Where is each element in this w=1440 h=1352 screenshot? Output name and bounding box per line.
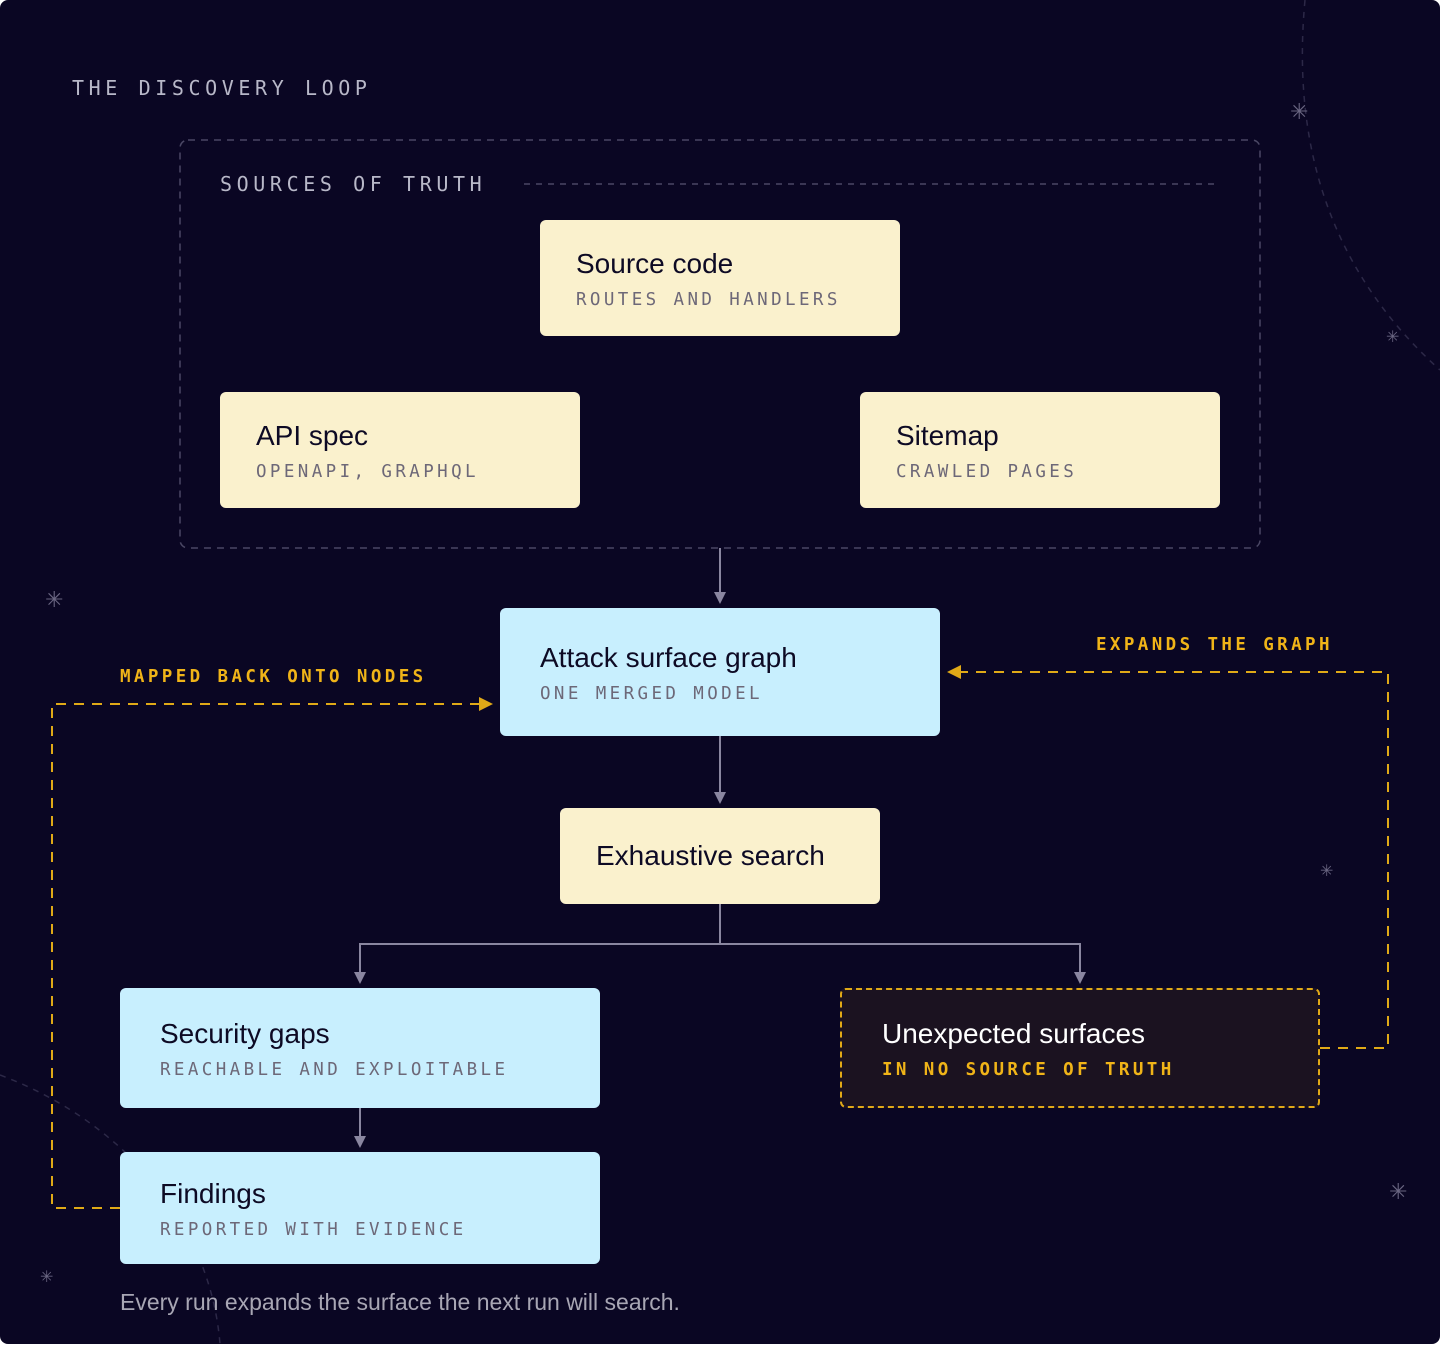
arrow-search-to-gaps: [354, 943, 720, 984]
node-title: Findings: [160, 1178, 266, 1209]
sparkle-icon: ✳: [1389, 1179, 1408, 1204]
node-title: Unexpected surfaces: [882, 1018, 1146, 1049]
node-title: Security gaps: [160, 1018, 330, 1049]
sparkle-icon: ✳: [45, 587, 64, 612]
sparkle-icon: ✳: [1320, 863, 1334, 880]
node-title: API spec: [256, 420, 369, 451]
node-title: Source code: [576, 248, 734, 279]
node-unexpected-surfaces: Unexpected surfaces IN NO SOURCE OF TRUT…: [840, 988, 1320, 1108]
sparkle-icon: ✳: [1290, 99, 1309, 124]
diagram-caption: Every run expands the surface the next r…: [120, 1289, 680, 1315]
node-title: Exhaustive search: [596, 840, 825, 871]
decorative-arc-bottom-left: [0, 1074, 221, 1344]
node-subtitle: REPORTED WITH EVIDENCE: [160, 1220, 467, 1240]
loop-label-expands-graph: EXPANDS THE GRAPH: [1096, 635, 1333, 655]
node-security-gaps: Security gaps REACHABLE AND EXPLOITABLE: [120, 988, 600, 1108]
sparkle-icon: ✳: [40, 1269, 54, 1286]
page-heading: THE DISCOVERY LOOP: [72, 76, 372, 100]
node-source-code: Source code ROUTES AND HANDLERS: [540, 220, 900, 336]
node-api-spec: API spec OPENAPI, GRAPHQL: [220, 392, 580, 508]
sparkle-icon: ✳: [1386, 329, 1400, 346]
node-subtitle: OPENAPI, GRAPHQL: [256, 462, 479, 482]
loop-unexpected-to-graph: [947, 665, 1389, 1049]
node-findings: Findings REPORTED WITH EVIDENCE: [120, 1152, 600, 1264]
node-attack-surface-graph: Attack surface graph ONE MERGED MODEL: [500, 608, 940, 736]
node-subtitle: ONE MERGED MODEL: [540, 684, 763, 704]
node-title: Sitemap: [896, 420, 999, 451]
node-sitemap: Sitemap CRAWLED PAGES: [860, 392, 1220, 508]
node-exhaustive-search: Exhaustive search: [560, 808, 880, 904]
node-subtitle: IN NO SOURCE OF TRUTH: [882, 1060, 1175, 1080]
decorative-arc-top-right: [1301, 0, 1440, 371]
sources-group-title: SOURCES OF TRUTH: [220, 172, 487, 196]
arrow-search-to-unexpected: [720, 943, 1086, 984]
node-subtitle: ROUTES AND HANDLERS: [576, 290, 841, 310]
node-subtitle: REACHABLE AND EXPLOITABLE: [160, 1060, 509, 1080]
node-subtitle: CRAWLED PAGES: [896, 462, 1078, 482]
loop-label-mapped-back: MAPPED BACK ONTO NODES: [120, 667, 427, 687]
loop-findings-to-graph: [51, 697, 493, 1209]
node-title: Attack surface graph: [540, 642, 797, 673]
